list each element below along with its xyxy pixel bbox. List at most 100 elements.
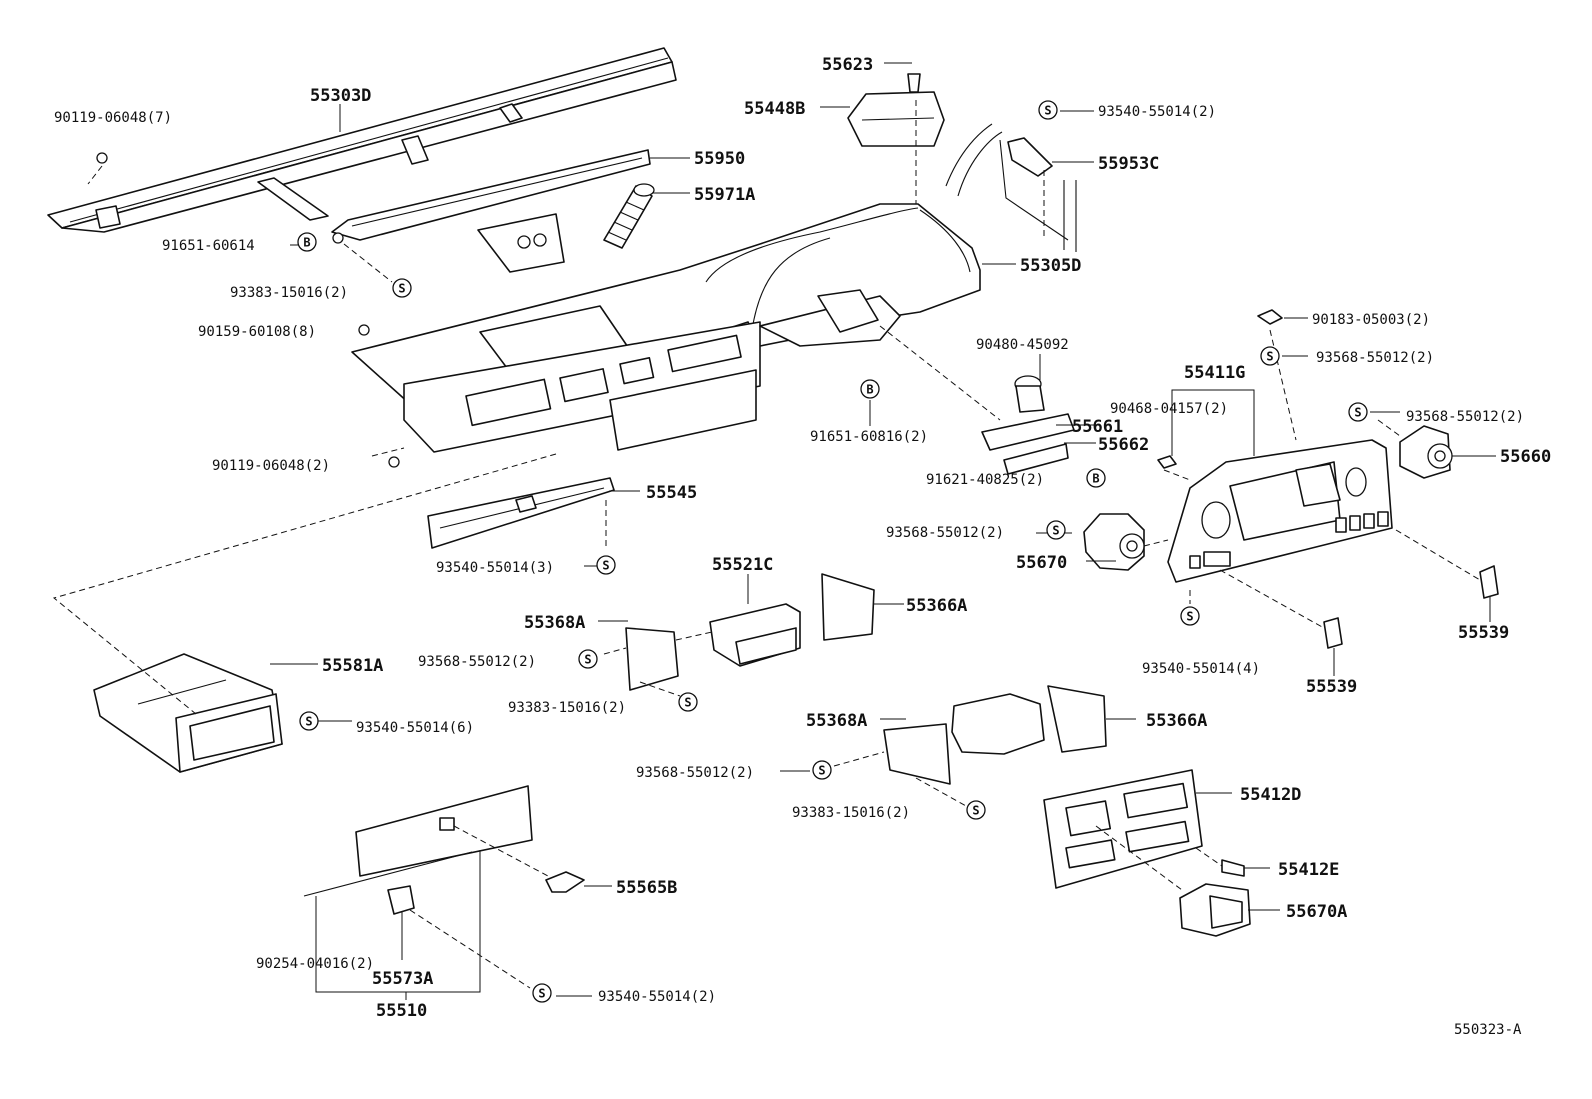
- label-93568-55012-a: 93568-55012(2): [1316, 350, 1434, 366]
- label-90183-05003: 90183-05003(2): [1312, 312, 1430, 328]
- part-duct-55950: [331, 149, 651, 273]
- part-labels: 90119-06048(7) 55303D 55950 55971A 91651…: [54, 55, 1551, 1038]
- marker-s: S: [532, 983, 552, 1003]
- label-55539-right: 55539: [1458, 623, 1509, 643]
- label-93540-55014-bot: 93540-55014(2): [598, 989, 716, 1005]
- part-tray-55581A: [93, 653, 283, 773]
- label-93540-55014-top: 93540-55014(2): [1098, 104, 1216, 120]
- marker-s: S: [1260, 346, 1280, 366]
- svg-text:B: B: [303, 236, 310, 250]
- label-55303D: 55303D: [310, 86, 371, 106]
- label-55366A-lower: 55366A: [1146, 711, 1207, 731]
- label-55412E: 55412E: [1278, 860, 1339, 880]
- label-55623: 55623: [822, 55, 873, 75]
- label-55662: 55662: [1098, 435, 1149, 455]
- label-55581A: 55581A: [322, 656, 383, 676]
- part-cap-55539: [1323, 565, 1499, 649]
- label-55412D: 55412D: [1240, 785, 1301, 805]
- svg-text:B: B: [866, 383, 873, 397]
- marker-s: S: [966, 800, 986, 820]
- label-55411G: 55411G: [1184, 363, 1245, 383]
- part-pillar-55953C: [945, 123, 1077, 252]
- label-55366A-upper: 55366A: [906, 596, 967, 616]
- label-55539-mid: 55539: [1306, 677, 1357, 697]
- leader-lines: [52, 62, 1496, 1000]
- part-glovebox-55510: [303, 785, 585, 915]
- label-55545: 55545: [646, 483, 697, 503]
- label-93383-15016-top: 93383-15016(2): [230, 285, 348, 301]
- label-55661: 55661: [1072, 417, 1123, 437]
- label-90480-45092: 90480-45092: [976, 337, 1069, 353]
- marker-s: S: [299, 711, 319, 731]
- marker-s: S: [1348, 402, 1368, 422]
- label-90119-06048-2: 90119-06048(2): [212, 458, 330, 474]
- svg-text:B: B: [1092, 472, 1099, 486]
- svg-text:S: S: [818, 764, 825, 778]
- label-55368A-lower: 55368A: [806, 711, 867, 731]
- marker-b: B: [1086, 468, 1106, 488]
- label-55953C: 55953C: [1098, 154, 1159, 174]
- label-55670: 55670: [1016, 553, 1067, 573]
- marker-s: S: [596, 555, 616, 575]
- part-cluster-panel-55411G: [1167, 439, 1393, 583]
- diagram-code: 550323-A: [1454, 1022, 1522, 1038]
- svg-text:S: S: [1052, 524, 1059, 538]
- label-90468-04157: 90468-04157(2): [1110, 401, 1228, 417]
- label-55510: 55510: [376, 1001, 427, 1021]
- label-90159-60108: 90159-60108(8): [198, 324, 316, 340]
- marker-b: B: [860, 379, 880, 399]
- fasteners: [96, 152, 1283, 469]
- label-91651-60816: 91651-60816(2): [810, 429, 928, 445]
- part-bracket-55545: [427, 477, 615, 549]
- label-55573A: 55573A: [372, 969, 433, 989]
- marker-s: S: [578, 649, 598, 669]
- callout-markers: S B S B B S S S S S S S S S S S: [297, 100, 1368, 1003]
- svg-text:S: S: [602, 559, 609, 573]
- label-55305D: 55305D: [1020, 256, 1081, 276]
- part-reinforcement-55303D: [47, 47, 677, 233]
- label-93540-55014-4: 93540-55014(4): [1142, 661, 1260, 677]
- svg-text:S: S: [1044, 104, 1051, 118]
- marker-s: S: [1180, 606, 1200, 626]
- part-vent-55670A: [1179, 883, 1251, 937]
- label-93568-55012-b: 93568-55012(2): [1406, 409, 1524, 425]
- svg-text:S: S: [1266, 350, 1273, 364]
- marker-s: S: [392, 278, 412, 298]
- part-instrument-panel-55305D: [351, 203, 981, 453]
- svg-text:S: S: [398, 282, 405, 296]
- part-bracket-55661: [981, 375, 1075, 475]
- part-box-55521C: [625, 573, 875, 691]
- svg-text:S: S: [1186, 610, 1193, 624]
- label-93568-55012-d: 93568-55012(2): [418, 654, 536, 670]
- marker-s: S: [812, 760, 832, 780]
- part-finish-panel-55412D: [1043, 769, 1245, 889]
- svg-text:S: S: [305, 715, 312, 729]
- label-93568-55012-c: 93568-55012(2): [886, 525, 1004, 541]
- svg-text:S: S: [972, 804, 979, 818]
- svg-text:S: S: [684, 696, 691, 710]
- label-90119-06048-7: 90119-06048(7): [54, 110, 172, 126]
- label-55660: 55660: [1500, 447, 1551, 467]
- label-55670A: 55670A: [1286, 902, 1347, 922]
- label-93383-15016-mid: 93383-15016(2): [508, 700, 626, 716]
- marker-s: S: [1046, 520, 1066, 540]
- part-hose-55971A: [603, 183, 655, 249]
- label-93568-55012-e: 93568-55012(2): [636, 765, 754, 781]
- label-55368A-upper: 55368A: [524, 613, 585, 633]
- label-90254-04016: 90254-04016(2): [256, 956, 374, 972]
- label-91651-60614: 91651-60614: [162, 238, 255, 254]
- label-55971A: 55971A: [694, 185, 755, 205]
- marker-s: S: [678, 692, 698, 712]
- label-55950: 55950: [694, 149, 745, 169]
- label-55521C: 55521C: [712, 555, 773, 575]
- label-55448B: 55448B: [744, 99, 805, 119]
- label-93540-55014-6: 93540-55014(6): [356, 720, 474, 736]
- part-switch-55660: [1399, 425, 1453, 479]
- label-55565B: 55565B: [616, 878, 677, 898]
- marker-s: S: [1038, 100, 1058, 120]
- label-93540-55014-3: 93540-55014(3): [436, 560, 554, 576]
- svg-text:S: S: [538, 987, 545, 1001]
- label-93383-15016-low: 93383-15016(2): [792, 805, 910, 821]
- label-91621-40825: 91621-40825(2): [926, 472, 1044, 488]
